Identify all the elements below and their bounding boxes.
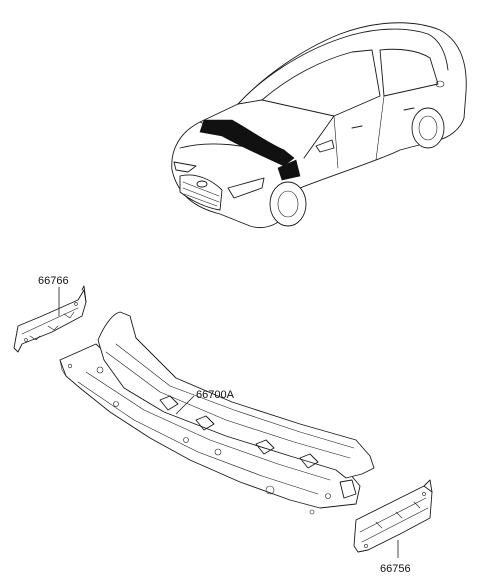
car-illustration [171,22,467,229]
part-66756-bracket [353,479,433,553]
part-66700A-cowl-panel [59,311,375,515]
part-66766-bracket [13,285,87,353]
leader-66700A [175,395,195,415]
part-label-66756: 66756 [380,563,411,575]
part-label-66766: 66766 [38,275,69,287]
part-label-66700A: 66700A [196,389,235,401]
